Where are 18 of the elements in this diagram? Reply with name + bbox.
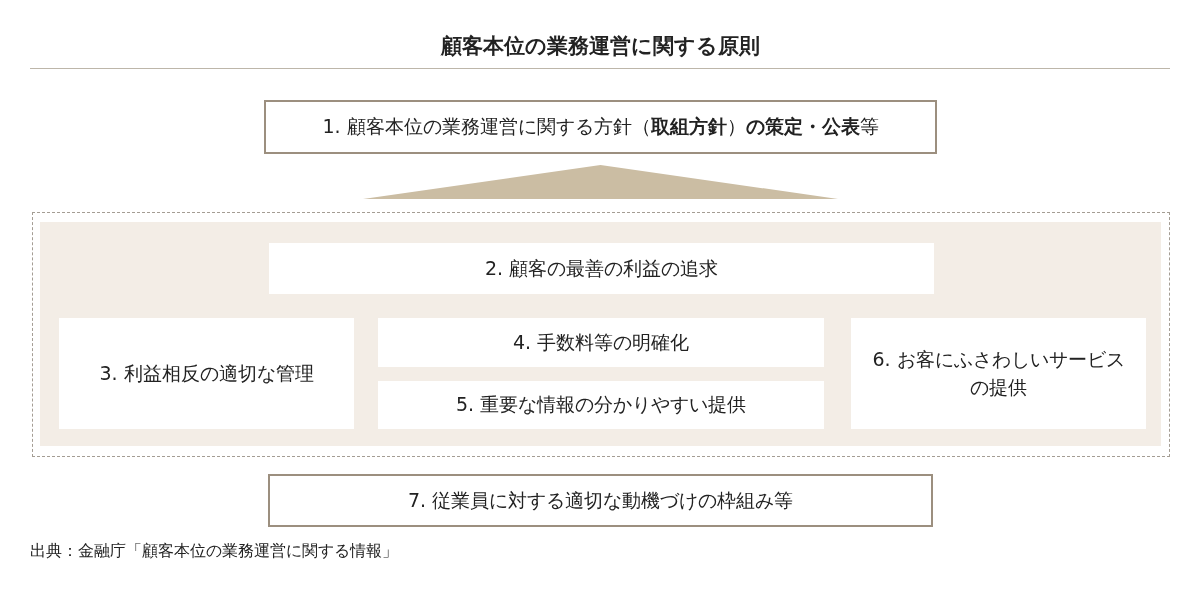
principle-box xyxy=(268,474,933,527)
principle-text: 2. 顧客の最善の利益の追求 xyxy=(484,255,719,281)
principle-text: 3. 利益相反の適切な管理 xyxy=(99,360,314,386)
dashed-group-frame xyxy=(32,212,1170,457)
principle-text: 7. 従業員に対する適切な動機づけの枠組み等 xyxy=(407,487,794,513)
principle-card xyxy=(851,318,1146,429)
pediment-triangle xyxy=(363,165,838,199)
principle-box xyxy=(264,100,937,154)
principle-card xyxy=(269,243,934,294)
principle-card xyxy=(378,318,824,367)
source-caption: 出典：金融庁「顧客本位の業務運営に関する情報」 xyxy=(30,542,398,560)
diagram-title: 顧客本位の業務運営に関する原則 xyxy=(440,34,760,58)
principle-text: 5. 重要な情報の分かりやすい提供 xyxy=(455,392,747,418)
principle-text: 6. お客にふさわしいサービスの提供 xyxy=(871,346,1126,400)
principle-text: 4. 手数料等の明確化 xyxy=(512,329,690,355)
principle-text: 1. 顧客本位の業務運営に関する方針（取組方針）の策定・公表等 xyxy=(322,114,879,140)
principle-card xyxy=(59,318,354,429)
principle-card xyxy=(378,381,824,429)
